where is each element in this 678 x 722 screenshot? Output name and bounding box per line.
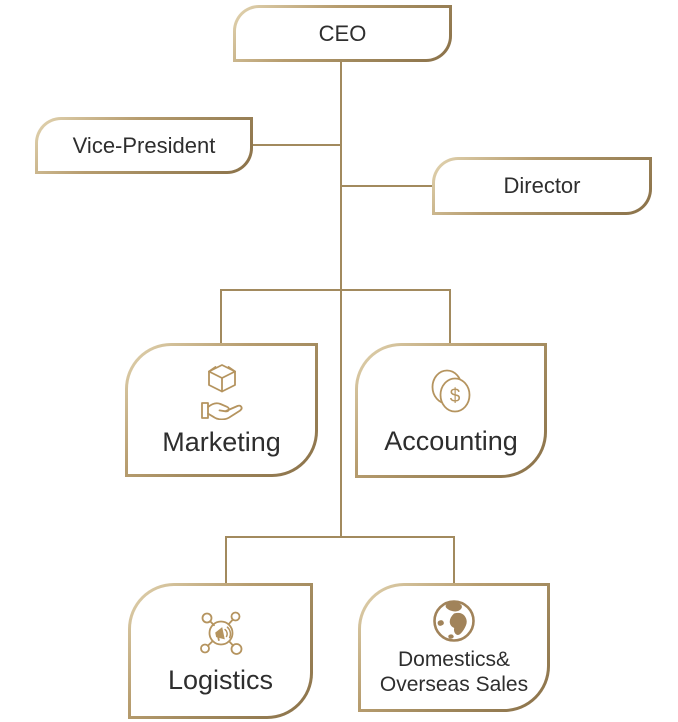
label-line-2: Overseas Sales: [379, 672, 529, 696]
node-domestics-overseas-sales: Domestics& Overseas Sales: [358, 583, 550, 712]
node-accounting: $ Accounting: [355, 343, 547, 478]
node-director: Director: [432, 157, 652, 215]
connector-trunk: [340, 62, 342, 537]
node-marketing-label: Marketing: [162, 427, 281, 457]
node-logistics-label: Logistics: [167, 665, 274, 695]
node-director-label: Director: [503, 173, 581, 198]
hand-holding-box-icon: [200, 364, 242, 420]
connector-branch2-horizontal: [225, 536, 455, 538]
connector-branch2-drop-logistics: [225, 538, 227, 583]
node-accounting-label: Accounting: [384, 425, 518, 456]
globe-icon: [433, 599, 475, 642]
node-vice-president-label: Vice-President: [72, 132, 216, 158]
node-logistics: Logistics: [128, 583, 313, 719]
connector-branch2-drop-domestics: [453, 538, 455, 583]
label-line-1: Domestics&: [397, 647, 510, 671]
megaphone-network-icon: [199, 611, 242, 655]
connector-director: [342, 185, 432, 187]
dollar-coins-icon: $: [431, 369, 471, 412]
connector-branch1-horizontal: [220, 289, 451, 291]
node-marketing: Marketing: [125, 343, 318, 477]
node-vice-president: Vice-President: [35, 117, 253, 174]
node-domestics-overseas-sales-label: Domestics& Overseas Sales: [380, 648, 528, 698]
node-ceo-label: CEO: [318, 20, 367, 46]
connector-vice-president: [252, 144, 340, 146]
node-ceo: CEO: [233, 5, 452, 62]
connector-branch1-drop-marketing: [220, 291, 222, 343]
connector-branch1-drop-accounting: [449, 291, 451, 343]
svg-text:$: $: [450, 386, 461, 407]
